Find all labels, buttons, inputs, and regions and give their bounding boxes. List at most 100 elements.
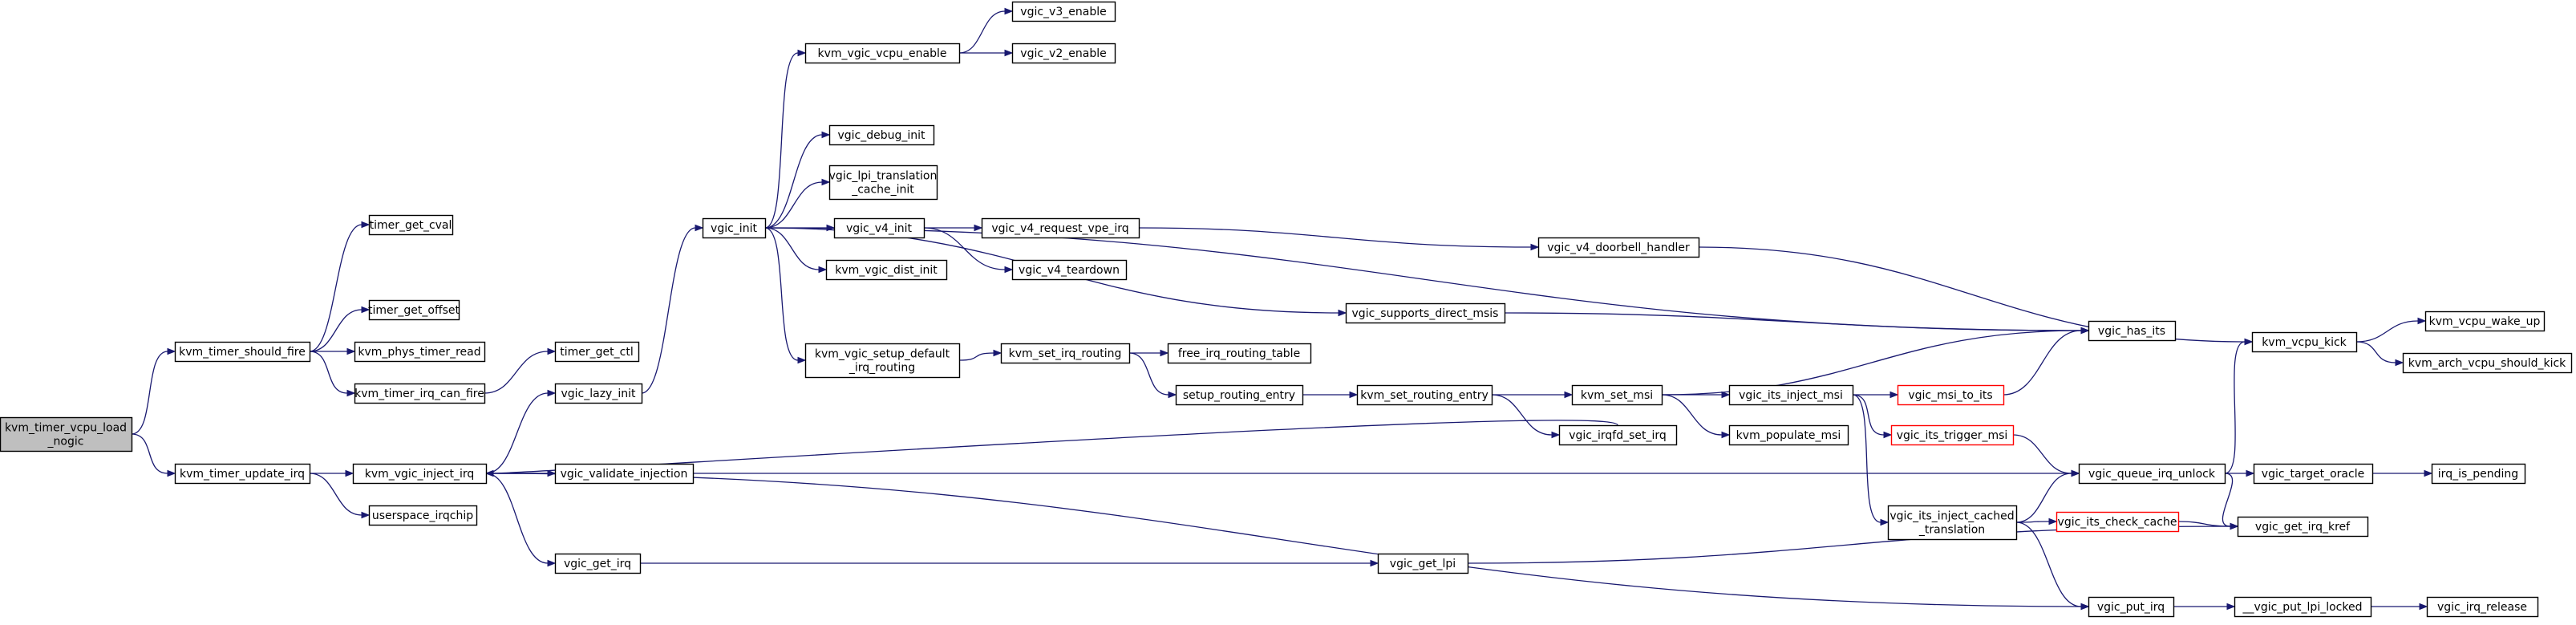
function-node-get-ctl[interactable]: timer_get_ctl xyxy=(554,341,640,363)
edge-vgic-init-to-vcpu-enable xyxy=(764,49,807,229)
node-label: vgic_supports_direct_msis xyxy=(1352,307,1499,320)
function-node-v4-teardown[interactable]: vgic_v4_teardown xyxy=(1011,259,1128,281)
function-node-vcpu-enable[interactable]: kvm_vgic_vcpu_enable xyxy=(804,43,961,64)
edge-vgic-init-to-setup-default xyxy=(764,227,807,364)
node-box xyxy=(2237,516,2369,538)
edge-inject-irq-to-get-irq xyxy=(485,473,557,567)
function-node-debug-init[interactable]: vgic_debug_init xyxy=(828,124,935,146)
edge-vcpu-enable-to-v3-enable xyxy=(958,7,1014,54)
function-node-msi-to-its[interactable]: vgic_msi_to_its xyxy=(1897,384,2005,406)
function-node-put-lpi[interactable]: __vgic_put_lpi_locked xyxy=(2234,596,2372,618)
node-label: __vgic_put_lpi_locked xyxy=(2242,601,2363,614)
node-label: kvm_populate_msi xyxy=(1736,429,1841,442)
edge-msi-to-its-to-has-its xyxy=(2003,327,2090,396)
function-node-irq-kref[interactable]: vgic_get_irq_kref xyxy=(2237,516,2369,538)
edge-direct-msis-to-has-its xyxy=(1504,312,2090,335)
node-label: kvm_vgic_setup_default xyxy=(815,348,950,361)
node-label: vgic_validate_injection xyxy=(561,468,688,481)
function-node-inject-cached[interactable]: vgic_its_inject_cached_translation xyxy=(1887,505,2018,541)
function-node-userspace[interactable]: userspace_irqchip xyxy=(368,505,478,526)
function-node-get-lpi[interactable]: vgic_get_lpi xyxy=(1377,553,1469,574)
function-node-root[interactable]: kvm_timer_vcpu_load_nogic xyxy=(0,416,133,453)
function-node-setup-default[interactable]: kvm_vgic_setup_default_irq_routing xyxy=(804,343,961,379)
edge-queue-unlock-to-target-oracle xyxy=(2225,469,2255,477)
function-node-v4-req[interactable]: vgic_v4_request_vpe_irq xyxy=(981,217,1140,239)
node-box xyxy=(828,124,935,146)
node-box xyxy=(1728,424,1849,446)
function-node-populate[interactable]: kvm_populate_msi xyxy=(1728,424,1849,446)
function-node-doorbell[interactable]: vgic_v4_doorbell_handler xyxy=(1537,237,1700,258)
node-box xyxy=(554,383,643,404)
edge-can-fire-to-get-ctl xyxy=(484,347,557,394)
node-box xyxy=(354,341,486,363)
node-box xyxy=(174,341,311,363)
node-label: vgic_lpi_translation xyxy=(829,170,938,183)
function-node-lazy-init[interactable]: vgic_lazy_init xyxy=(554,383,643,404)
node-label: kvm_vcpu_wake_up xyxy=(2429,315,2541,328)
function-node-update-irq[interactable]: kvm_timer_update_irq xyxy=(174,463,311,485)
function-node-check-cache[interactable]: vgic_its_check_cache xyxy=(2056,511,2180,533)
function-node-set-routing[interactable]: kvm_set_irq_routing xyxy=(1000,343,1131,364)
function-node-v3-enable[interactable]: vgic_v3_enable xyxy=(1011,1,1116,22)
function-node-get-cval[interactable]: timer_get_cval xyxy=(368,214,454,236)
node-box xyxy=(2402,352,2573,374)
function-node-should-kick[interactable]: kvm_arch_vcpu_should_kick xyxy=(2402,352,2573,374)
function-node-target-oracle[interactable]: vgic_target_oracle xyxy=(2253,463,2374,485)
function-node-set-entry[interactable]: kvm_set_routing_entry xyxy=(1356,384,1493,406)
node-box xyxy=(0,416,133,453)
edge-vgic-init-to-lpi-cache xyxy=(764,178,831,229)
node-box xyxy=(1011,259,1128,281)
function-node-vgic-init[interactable]: vgic_init xyxy=(702,217,767,239)
function-node-vcpu-kick[interactable]: kvm_vcpu_kick xyxy=(2251,331,2358,353)
function-node-irqfd[interactable]: vgic_irqfd_set_irq xyxy=(1558,424,1678,446)
function-node-get-irq[interactable]: vgic_get_irq xyxy=(554,553,642,574)
function-node-its-inject-msi[interactable]: vgic_its_inject_msi xyxy=(1728,384,1854,406)
function-node-v2-enable[interactable]: vgic_v2_enable xyxy=(1011,43,1116,64)
function-node-has-its[interactable]: vgic_has_its xyxy=(2088,320,2177,342)
node-box xyxy=(828,164,938,201)
edge-inject-cached-to-put-irq xyxy=(2015,522,2090,611)
node-label: vgic_v2_enable xyxy=(1020,47,1106,60)
function-node-get-offset[interactable]: timer_get_offset xyxy=(368,299,460,321)
function-node-lpi-cache[interactable]: vgic_lpi_translation_cache_init xyxy=(828,164,938,201)
function-node-phys-read[interactable]: kvm_phys_timer_read xyxy=(354,341,486,363)
node-box xyxy=(804,43,961,64)
function-node-v4-init[interactable]: vgic_v4_init xyxy=(833,217,925,239)
edge-put-irq-to-put-lpi xyxy=(2173,603,2236,611)
function-node-put-irq[interactable]: vgic_put_irq xyxy=(2088,596,2175,618)
function-node-is-pending[interactable]: irq_is_pending xyxy=(2431,463,2526,485)
function-node-should-fire[interactable]: kvm_timer_should_fire xyxy=(174,341,311,363)
function-node-dist-init[interactable]: kvm_vgic_dist_init xyxy=(825,259,948,281)
node-label: timer_get_offset xyxy=(368,304,460,317)
node-box xyxy=(2251,331,2358,353)
function-node-can-fire[interactable]: kvm_timer_irq_can_fire xyxy=(354,383,486,404)
function-node-wake-up[interactable]: kvm_vcpu_wake_up xyxy=(2424,310,2546,332)
node-label: vgic_get_irq_kref xyxy=(2255,521,2351,534)
edge-setup-entry-to-set-entry xyxy=(1302,391,1359,399)
function-node-queue-unlock[interactable]: vgic_queue_irq_unlock xyxy=(2078,463,2226,485)
edge-inject-cached-to-queue-unlock xyxy=(2015,469,2080,523)
node-box xyxy=(368,505,478,526)
node-label: vgic_put_irq xyxy=(2097,601,2165,614)
function-node-set-msi[interactable]: kvm_set_msi xyxy=(1571,384,1663,406)
node-label: vgic_get_irq xyxy=(564,558,631,570)
function-node-free-table[interactable]: free_irq_routing_table xyxy=(1167,343,1312,364)
node-box xyxy=(833,217,925,239)
function-node-direct-msis[interactable]: vgic_supports_direct_msis xyxy=(1345,302,1506,324)
node-box xyxy=(1571,384,1663,406)
node-box xyxy=(1887,505,2018,541)
node-label: vgic_v4_teardown xyxy=(1019,264,1120,277)
function-node-inject-irq[interactable]: kvm_vgic_inject_irq xyxy=(352,463,488,485)
function-node-validate[interactable]: vgic_validate_injection xyxy=(554,463,695,485)
function-node-setup-entry[interactable]: setup_routing_entry xyxy=(1175,384,1304,406)
node-label: _translation xyxy=(1918,524,1985,537)
node-label: vgic_target_oracle xyxy=(2262,468,2364,481)
node-label: vgic_v4_init xyxy=(846,222,913,235)
node-label: kvm_vgic_vcpu_enable xyxy=(818,47,947,60)
edge-inject-irq-to-put-irq xyxy=(485,473,2090,611)
edge-target-oracle-to-is-pending xyxy=(2372,469,2433,477)
node-box xyxy=(1558,424,1678,446)
function-node-trigger-msi[interactable]: vgic_its_trigger_msi xyxy=(1890,424,2015,446)
function-node-irq-release[interactable]: vgic_irq_release xyxy=(2426,596,2539,618)
edge-should-fire-to-phys-read xyxy=(309,347,356,355)
